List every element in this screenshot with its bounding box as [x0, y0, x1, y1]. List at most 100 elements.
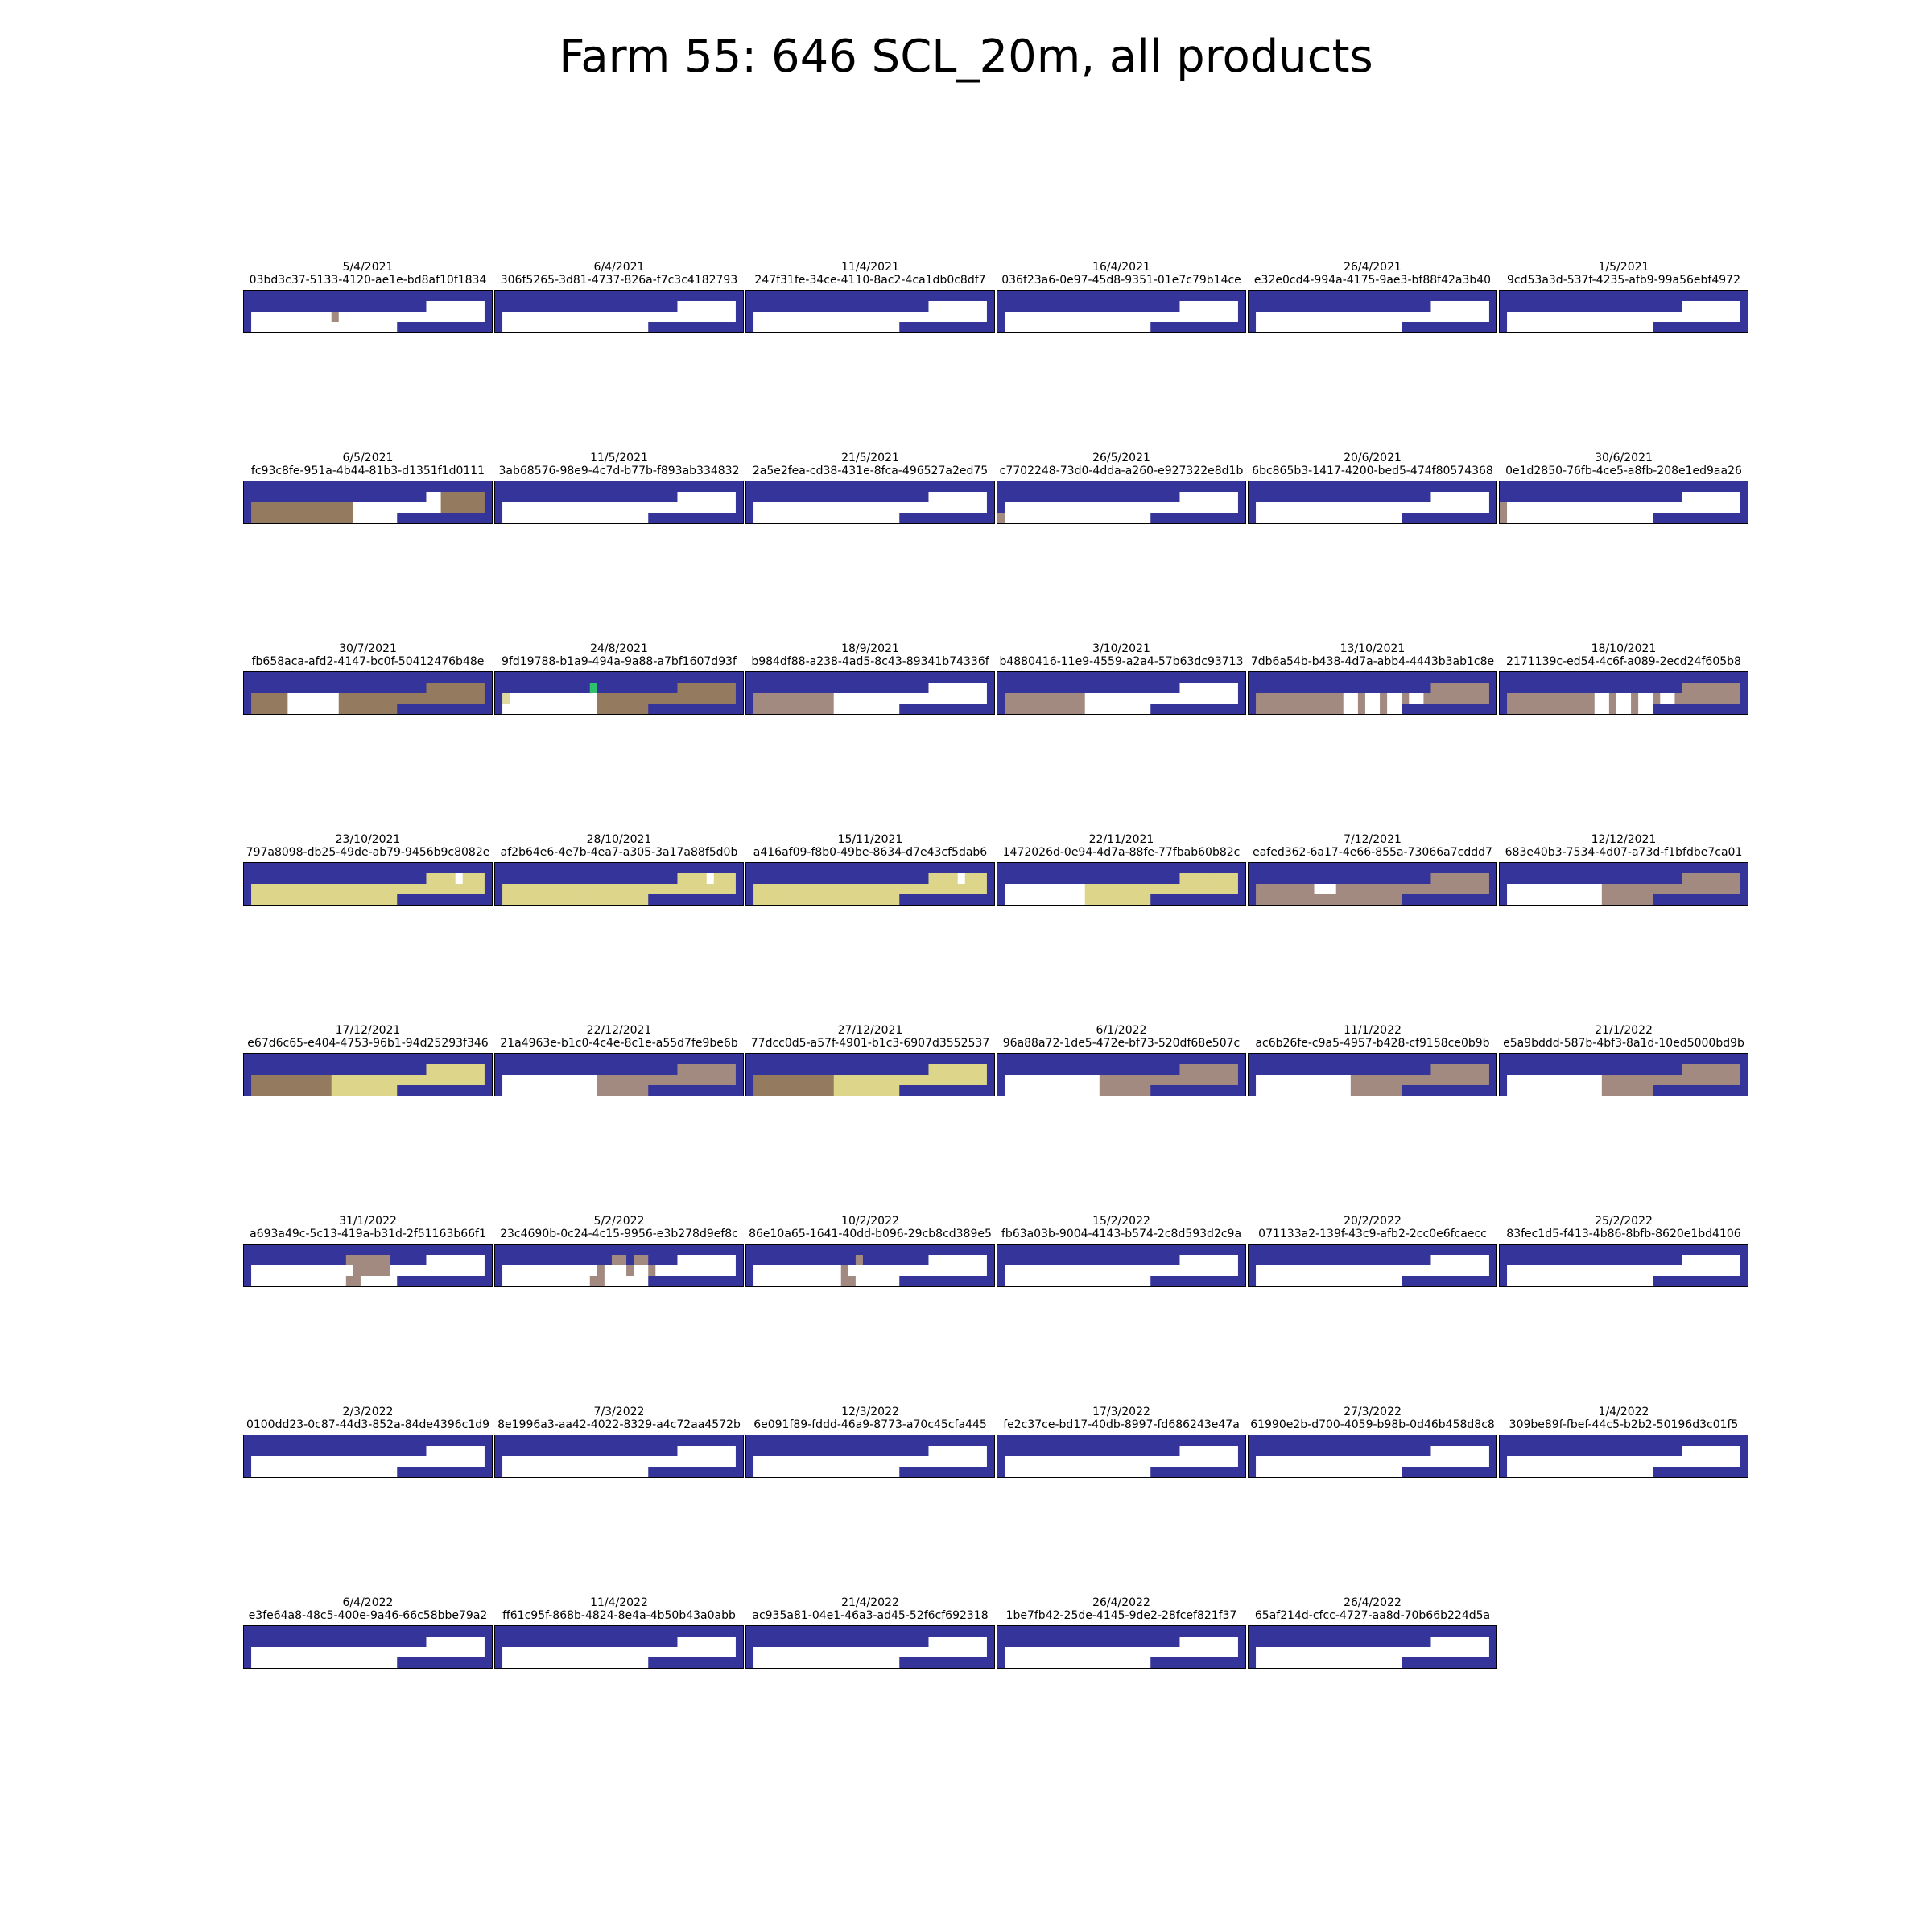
raster-cell	[433, 1085, 441, 1096]
raster-cell	[244, 481, 252, 493]
raster-cell	[302, 492, 310, 503]
raster-cell	[1689, 1075, 1697, 1086]
raster-cell	[997, 513, 1005, 523]
raster-cell	[1129, 873, 1137, 885]
raster-cell	[1616, 513, 1624, 523]
raster-cell	[531, 704, 539, 714]
raster-cell	[833, 1255, 842, 1266]
raster-cell	[582, 1075, 591, 1086]
raster-cell	[1543, 492, 1551, 503]
raster-cell	[524, 1085, 532, 1096]
raster-cell	[1048, 1255, 1056, 1266]
raster-cell	[1150, 873, 1158, 885]
raster-cell	[546, 672, 554, 683]
raster-cell	[1638, 481, 1646, 493]
raster-cell	[855, 513, 864, 523]
raster-cell	[1278, 683, 1286, 694]
raster-cell	[1350, 502, 1359, 514]
raster-cell	[1113, 1085, 1122, 1096]
raster-cell	[826, 1255, 835, 1266]
raster-cell	[524, 481, 532, 493]
raster-cell	[1216, 672, 1224, 683]
raster-cell	[885, 704, 893, 714]
raster-cell	[957, 492, 966, 503]
raster-cell	[1445, 502, 1454, 514]
raster-cell	[1150, 502, 1158, 514]
raster-cell	[950, 322, 959, 332]
raster-cell	[302, 291, 310, 302]
raster-cell	[1445, 863, 1454, 874]
raster-cell	[1667, 481, 1675, 493]
raster-cell	[1467, 894, 1476, 905]
raster-cell	[855, 894, 864, 905]
raster-cell	[604, 672, 613, 683]
raster-cell	[1608, 704, 1617, 714]
raster-cell	[1136, 312, 1144, 323]
raster-cell	[1696, 513, 1705, 523]
raster-cell	[1402, 1064, 1410, 1075]
raster-cell	[1048, 884, 1056, 895]
raster-cell	[1380, 291, 1388, 302]
raster-cell	[699, 1064, 708, 1075]
raster-cell	[862, 322, 871, 332]
raster-cell	[1321, 481, 1330, 493]
raster-cell	[1278, 513, 1286, 523]
raster-cell	[870, 894, 878, 905]
raster-cell	[1500, 884, 1508, 895]
raster-cell	[619, 873, 627, 885]
raster-cell	[1689, 863, 1697, 874]
raster-cell	[713, 492, 722, 503]
raster-cell	[728, 894, 737, 905]
raster-cell	[302, 873, 310, 885]
raster-cell	[353, 1054, 361, 1065]
raster-cell	[1601, 492, 1610, 503]
raster-cell	[1026, 492, 1034, 503]
raster-cell	[502, 863, 510, 874]
raster-cell	[1106, 513, 1115, 523]
raster-cell	[1660, 513, 1668, 523]
raster-cell	[539, 672, 547, 683]
raster-cell	[670, 513, 678, 523]
raster-cell	[1638, 301, 1646, 312]
raster-cell	[921, 884, 929, 895]
raster-cell	[1521, 1075, 1530, 1086]
raster-cell	[309, 1054, 317, 1065]
raster-cell	[1416, 1054, 1424, 1065]
raster-cell	[316, 894, 325, 905]
raster-cell	[782, 312, 791, 323]
raster-cell	[979, 672, 988, 683]
raster-cell	[797, 1054, 805, 1065]
raster-cell	[885, 1255, 893, 1266]
raster-cell	[790, 312, 798, 323]
raster-cell	[790, 1085, 798, 1096]
raster-cell	[1263, 873, 1271, 885]
raster-cell	[833, 1085, 842, 1096]
raster-cell	[611, 693, 620, 704]
raster-cell	[382, 322, 390, 332]
raster-cell	[855, 502, 864, 514]
raster-cell	[892, 693, 900, 704]
raster-cell	[524, 1276, 532, 1286]
raster-cell	[477, 672, 485, 683]
raster-cell	[1179, 502, 1187, 514]
raster-cell	[1099, 492, 1108, 503]
raster-cell	[455, 513, 464, 523]
raster-cell	[935, 301, 943, 312]
raster-cell	[790, 301, 798, 312]
raster-cell	[440, 1054, 449, 1065]
raster-cell	[699, 1245, 708, 1256]
raster-cell	[761, 502, 769, 514]
raster-cell	[1558, 481, 1566, 493]
raster-cell	[1536, 1075, 1544, 1086]
raster-cell	[345, 863, 354, 874]
raster-cell	[1364, 291, 1373, 302]
raster-cell	[1143, 322, 1151, 332]
raster-cell	[546, 312, 554, 323]
raster-cell	[1387, 863, 1395, 874]
panel-product-id: 797a8098-db25-49de-ab79-9456b9c8082e	[246, 846, 490, 859]
raster-cell	[1373, 1085, 1381, 1096]
raster-cell	[997, 502, 1005, 514]
raster-cell	[1402, 312, 1410, 323]
raster-cell	[1019, 693, 1027, 704]
raster-cell	[775, 492, 783, 503]
